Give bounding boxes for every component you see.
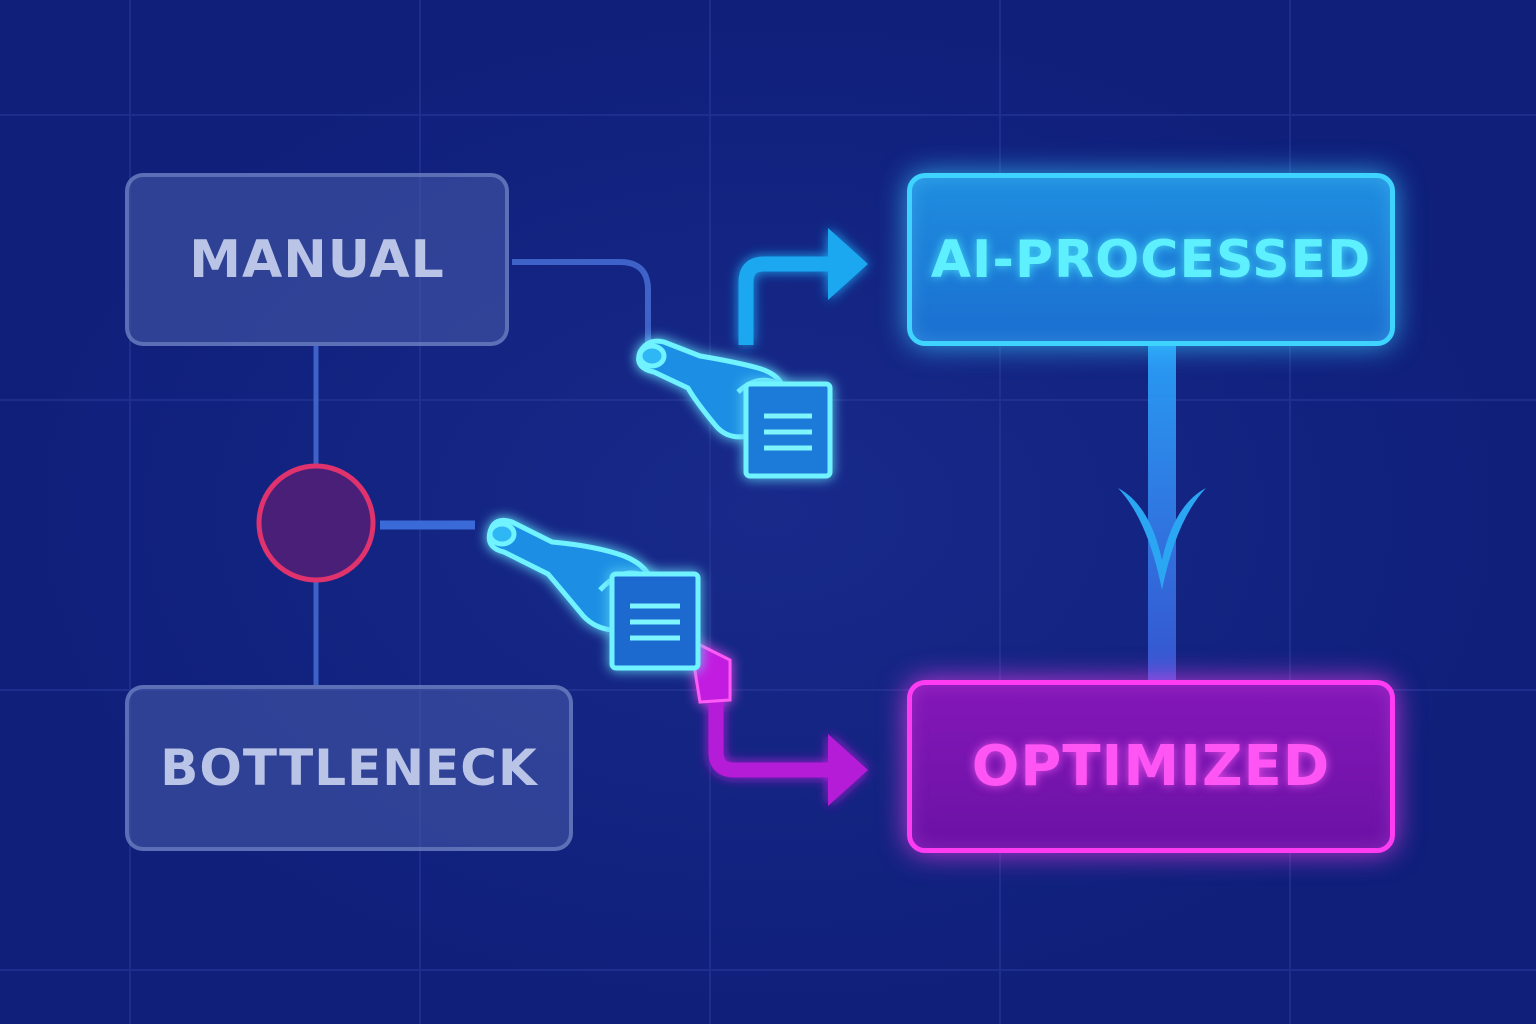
node-ai-processed-label: AI-PROCESSED [930, 229, 1372, 290]
arrow-to-ai-processed [738, 228, 868, 345]
node-bottleneck-label: BOTTLENECK [160, 739, 538, 797]
arrow-ai-to-optimized [1118, 346, 1206, 680]
document-lower-icon [609, 571, 701, 671]
document-upper-icon [743, 381, 833, 479]
node-ai-processed: AI-PROCESSED [907, 173, 1395, 346]
node-bottleneck: BOTTLENECK [125, 685, 573, 851]
node-manual: MANUAL [125, 173, 509, 346]
node-optimized: OPTIMIZED [907, 680, 1395, 853]
node-manual-label: MANUAL [189, 229, 445, 290]
arrow-to-optimized [688, 637, 868, 806]
node-optimized-label: OPTIMIZED [971, 734, 1331, 799]
bottleneck-node-icon [256, 463, 376, 583]
connector-manual-to-arm [512, 259, 651, 345]
